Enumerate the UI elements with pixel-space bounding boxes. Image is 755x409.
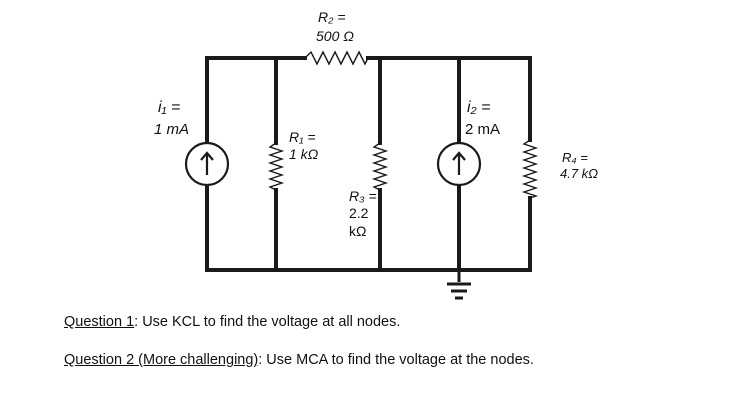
question-1-label: Question 1 <box>64 314 135 330</box>
wires <box>205 56 532 272</box>
i1-name-label: i₁ = <box>158 99 180 116</box>
resistor-r4 <box>521 139 539 199</box>
r1-value-label: 1 kΩ <box>289 146 319 162</box>
question-2: Question 2 (More challenging): Use MCA t… <box>64 352 534 368</box>
r4-name-label: R₄ = <box>562 150 588 165</box>
ground-symbol <box>447 270 471 300</box>
r3-value-line2: kΩ <box>349 223 366 239</box>
question-2-text: : Use MCA to find the voltage at the nod… <box>258 352 534 368</box>
bottom-wire <box>205 183 532 272</box>
resistor-r1 <box>267 142 285 191</box>
r3-name-label: R₃ = <box>349 188 377 204</box>
question-1: Question 1: Use KCL to find the voltage … <box>64 314 400 330</box>
r3-value-line1: 2.2 <box>349 205 369 221</box>
question-1-text: : Use KCL to find the voltage at all nod… <box>134 314 401 330</box>
i2-value-label: 2 mA <box>465 121 500 138</box>
r1-name-label: R₁ = <box>289 129 316 145</box>
i2-name-label: i₂ = <box>467 99 490 116</box>
r2-name-label: R₂ = <box>318 9 346 25</box>
resistor-r3 <box>371 142 389 191</box>
top-wire-right <box>366 56 532 142</box>
current-source-i1 <box>184 141 230 187</box>
i1-value-label: 1 mA <box>154 121 189 138</box>
question-2-label: Question 2 (More challenging) <box>64 352 259 368</box>
r4-value-label: 4.7 kΩ <box>560 166 598 181</box>
current-source-i2 <box>436 141 482 187</box>
r2-value-label: 500 Ω <box>316 28 354 44</box>
resistor-r2 <box>304 50 369 66</box>
top-wire-left <box>205 56 307 145</box>
